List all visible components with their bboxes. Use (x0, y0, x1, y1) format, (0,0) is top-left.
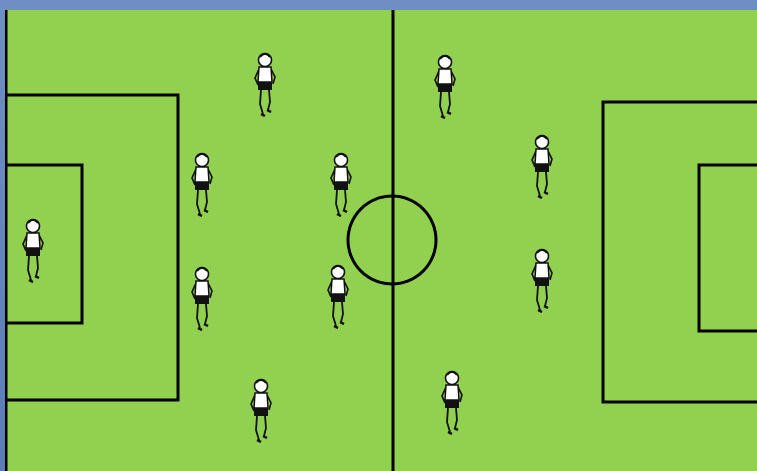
soccer-pitch (5, 10, 757, 471)
